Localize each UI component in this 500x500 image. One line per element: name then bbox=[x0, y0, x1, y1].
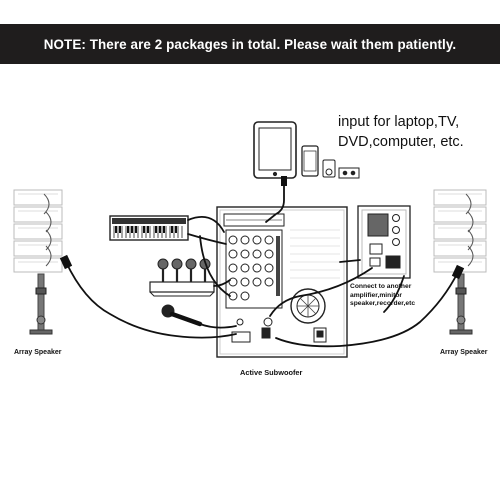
keyboard-icon bbox=[109, 215, 189, 241]
amplifier-icon bbox=[357, 205, 411, 279]
microphone-set-icon bbox=[149, 258, 215, 297]
right-speaker-label: Array Speaker bbox=[440, 349, 488, 356]
input-note: input for laptop,TV, DVD,computer, etc. bbox=[338, 114, 464, 150]
handheld-microphone-icon bbox=[161, 304, 203, 327]
left-array-speaker-icon bbox=[13, 189, 63, 335]
subwoofer-label: Active Subwoofer bbox=[240, 368, 303, 377]
cassette-icon bbox=[338, 167, 360, 179]
cable-icon bbox=[59, 176, 465, 348]
notice-banner: NOTE: There are 2 packages in total. Ple… bbox=[0, 24, 500, 64]
connect-note: Connect to another amplifier,minitor spe… bbox=[350, 283, 416, 308]
subwoofer-icon bbox=[216, 206, 348, 358]
music-player-icon bbox=[322, 159, 336, 178]
tablet-icon bbox=[253, 121, 297, 179]
right-array-speaker-icon bbox=[433, 189, 487, 335]
left-speaker-label: Array Speaker bbox=[14, 349, 62, 356]
phone-icon bbox=[301, 145, 319, 177]
notice-text: NOTE: There are 2 packages in total. Ple… bbox=[43, 36, 457, 52]
